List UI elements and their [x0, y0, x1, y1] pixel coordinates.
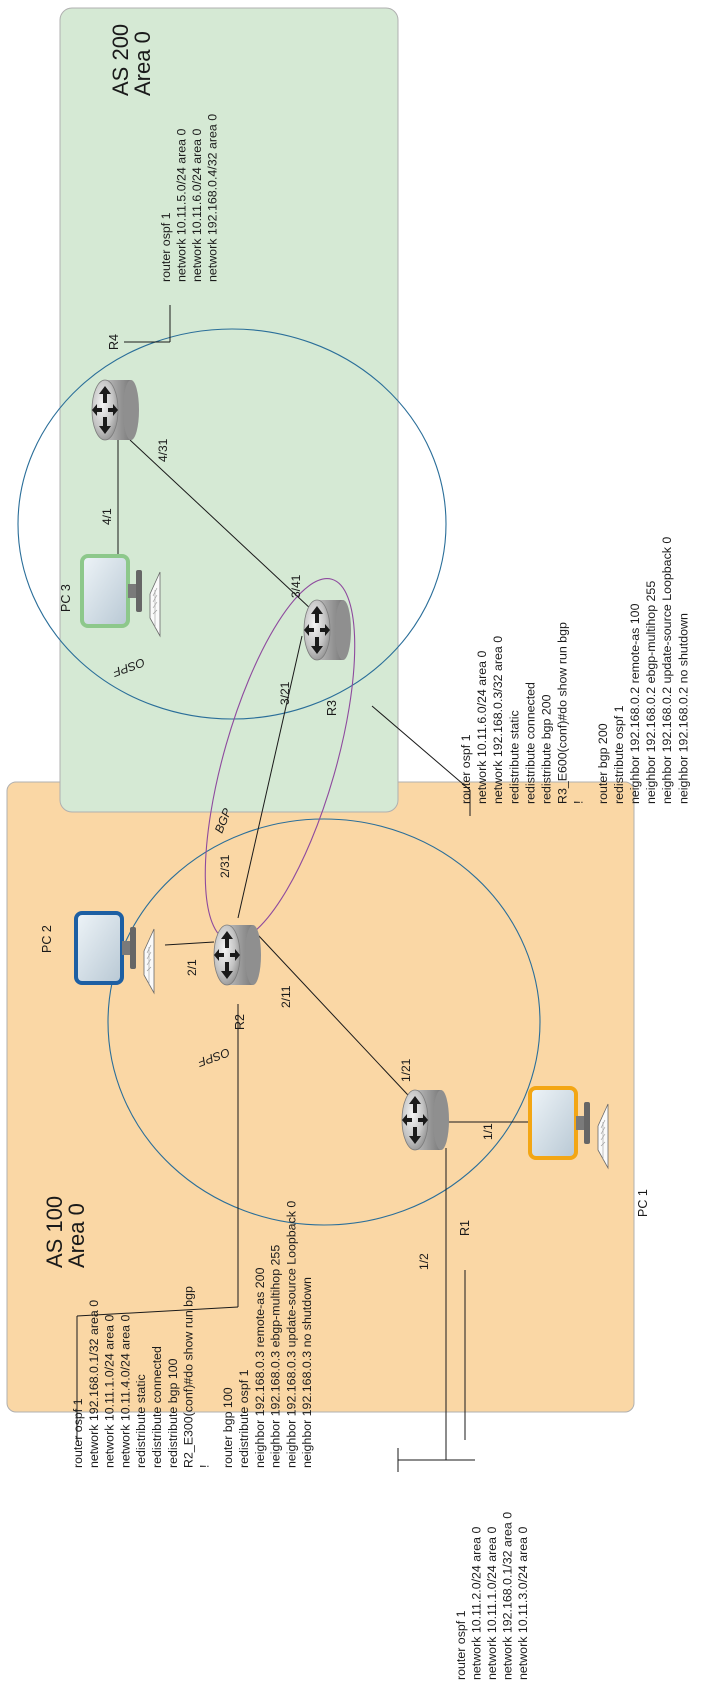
r3-config-line: redistribute static	[507, 710, 521, 804]
r3-router-icon[interactable]	[303, 599, 352, 661]
r2-config-line: network 192.168.0.1/32 area 0	[87, 1300, 101, 1468]
r3-config-line: network 10.11.6.0/24 area 0	[475, 651, 489, 804]
as200-area-label: Area 0	[130, 31, 155, 96]
r3-config-line: neighbor 192.168.0.2 no shutdown	[676, 613, 690, 804]
pc1-label: PC 1	[636, 1189, 650, 1217]
port-r1-down: 1/2	[417, 1253, 431, 1270]
r2-config-line: redistribute static	[134, 1374, 148, 1468]
port-r1-pc1: 1/1	[481, 1123, 495, 1140]
r3-config-line: R3_E600(conf)#do show run bgp	[556, 622, 570, 804]
ospf-area-as100	[107, 818, 541, 1226]
port-r4-r3: 4/31	[156, 438, 170, 462]
r2-config-line: redistribute connected	[150, 1346, 164, 1468]
r2-label: R2	[233, 1014, 247, 1030]
r1-config-line: network 192.168.0.1/32 area 0	[501, 1512, 515, 1680]
pc3-computer-icon[interactable]	[80, 554, 161, 637]
r3-config-line: neighbor 192.168.0.2 remote-as 100	[628, 603, 642, 804]
r2-config-line: redistribute ospf 1	[237, 1369, 251, 1468]
pc2-label: PC 2	[40, 925, 54, 953]
as200-label-group: AS 200 Area 0	[108, 24, 155, 96]
r2-config-line: !	[197, 1465, 211, 1468]
r3-config-line: redistribute bgp 200	[540, 694, 554, 804]
r2-config-line: redistribute bgp 100	[166, 1358, 180, 1468]
r1-config-line: network 10.11.1.0/24 area 0	[485, 1527, 499, 1680]
port-r2-r3: 2/31	[218, 854, 232, 878]
r3-config-line: neighbor 192.168.0.2 update-source Loopb…	[660, 537, 674, 804]
r4-config-line: router ospf 1	[159, 212, 173, 282]
r2-config-line: network 10.11.4.0/24 area 0	[118, 1315, 132, 1468]
r4-router-icon[interactable]	[91, 379, 140, 441]
pc1-computer-icon[interactable]	[528, 1086, 609, 1169]
pc3-label: PC 3	[59, 584, 73, 612]
r4-config-line: network 192.168.0.4/32 area 0	[206, 114, 220, 282]
r2-config-line: router ospf 1	[71, 1398, 85, 1468]
r4-config-line: network 10.11.6.0/24 area 0	[190, 129, 204, 282]
r2-config-line: neighbor 192.168.0.3 ebgp-multihop 255	[269, 1245, 283, 1468]
r1-config-line: network 10.11.3.0/24 area 0	[516, 1527, 530, 1680]
r2-config-line: router bgp 100	[221, 1387, 235, 1468]
r3-config-line: neighbor 192.168.0.2 ebgp-multihop 255	[644, 581, 658, 804]
r2-callout-leader-h	[76, 1306, 239, 1317]
r4-config-line: network 10.11.5.0/24 area 0	[175, 129, 189, 282]
ospf-area-as200	[17, 328, 447, 720]
r4-label: R4	[107, 334, 121, 350]
r1-config-line: network 10.11.2.0/24 area 0	[470, 1527, 484, 1680]
r3-config-line: redistribute connected	[523, 682, 537, 804]
pc2-computer-icon[interactable]	[74, 911, 155, 994]
r3-config-line: network 192.168.0.3/32 area 0	[491, 636, 505, 804]
r3-callout-leader	[371, 705, 471, 791]
r2-config-line: neighbor 192.168.0.3 remote-as 200	[253, 1267, 267, 1468]
r1-config-line: router ospf 1	[454, 1610, 468, 1680]
r1-label: R1	[458, 1220, 472, 1236]
link-r2-r3	[237, 635, 303, 919]
r3-config-line: router bgp 200	[596, 723, 610, 804]
r3-config-line: !	[572, 801, 586, 804]
r2-config-line: R2_E300(conf)#do show run bgp	[182, 1286, 196, 1468]
r3-config-line: redistribute ospf 1	[612, 705, 626, 804]
port-r1-r2: 1/21	[399, 1058, 413, 1082]
as100-label-group: AS 100 Area 0	[42, 1196, 89, 1268]
r2-config-line: neighbor 192.168.0.3 no shutdown	[300, 1277, 314, 1468]
link-r3-r4	[129, 439, 313, 611]
r1-router-icon[interactable]	[401, 1089, 450, 1151]
r2-config-line: neighbor 192.168.0.3 update-source Loopb…	[284, 1201, 298, 1468]
port-r3-r2: 3/21	[278, 681, 292, 705]
as200-label: AS 200	[108, 24, 133, 96]
r3-config-line: router ospf 1	[459, 734, 473, 804]
as100-area-label: Area 0	[64, 1203, 89, 1268]
as100-label: AS 100	[42, 1196, 67, 1268]
link-r2-r1	[257, 934, 423, 1111]
link-r2-pc2	[164, 941, 215, 946]
port-r4-pc3: 4/1	[100, 508, 114, 525]
port-r2-pc2: 2/1	[185, 959, 199, 976]
r2-router-icon[interactable]	[213, 924, 262, 986]
r2-config-line: network 10.11.1.0/24 area 0	[103, 1315, 117, 1468]
port-r3-r4: 3/41	[289, 574, 303, 598]
port-r2-r1: 2/11	[279, 985, 293, 1008]
r3-label: R3	[325, 700, 339, 716]
